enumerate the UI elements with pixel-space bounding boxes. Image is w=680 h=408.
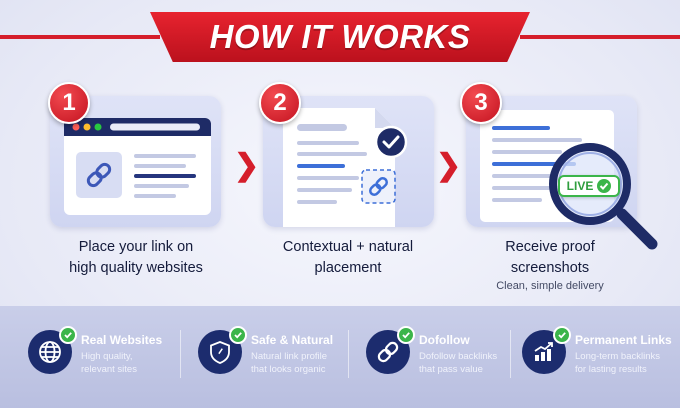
globe-icon	[28, 326, 77, 374]
step-1-badge: 1	[48, 82, 90, 124]
feature-real-websites: Real Websites High quality, relevant site…	[28, 326, 181, 376]
divider	[348, 330, 349, 378]
feature-desc-line1: Dofollow backlinks	[419, 351, 498, 362]
link-icon	[366, 326, 415, 374]
feature-desc-line1: Natural link profile	[251, 351, 328, 362]
header-banner: HOW IT WORKS	[150, 12, 530, 62]
step-3-subtitle: Clean, simple delivery	[496, 280, 604, 292]
step-2-badge: 2	[259, 82, 301, 124]
step-3-title: Receive proof screenshots	[450, 237, 650, 279]
feature-permanent-links: Permanent Links Long-term backlinks for l…	[522, 326, 675, 376]
step-1-title-line1: Place your link on	[78, 239, 194, 255]
feature-title: Real Websites	[81, 333, 163, 347]
step-1-title-line2: high quality websites	[69, 260, 203, 276]
step-1-title: Place your link on high quality websites	[36, 237, 236, 279]
divider	[180, 330, 181, 378]
live-badge: LIVE	[558, 175, 620, 197]
step-3-badge: 3	[460, 82, 502, 124]
feature-desc-line2: that pass value	[419, 364, 483, 375]
check-icon	[374, 125, 408, 159]
link-icon	[369, 177, 388, 196]
step-2-card	[263, 96, 434, 227]
growth-chart-icon	[522, 326, 571, 374]
check-icon	[553, 326, 571, 344]
feature-desc-line1: Long-term backlinks	[575, 351, 661, 362]
check-icon	[397, 326, 415, 344]
step-2-title-line1: Contextual + natural	[282, 239, 414, 255]
feature-desc-line2: for lasting results	[575, 364, 647, 375]
document-illustration	[283, 108, 408, 227]
step-3-title-line1: Receive proof	[505, 239, 595, 255]
feature-dofollow: Dofollow Dofollow backlinks that pass val…	[366, 326, 519, 376]
features-bar	[0, 306, 680, 408]
step-3-title-line2: screenshots	[510, 260, 590, 276]
chevron-right-icon: ❯	[436, 149, 462, 182]
feature-title: Safe & Natural	[251, 333, 334, 347]
check-icon	[229, 326, 247, 344]
live-badge-label: LIVE	[566, 179, 594, 193]
check-icon	[59, 326, 77, 344]
feature-desc-line2: relevant sites	[81, 364, 137, 375]
divider	[510, 330, 511, 378]
header-rule-right	[520, 35, 680, 39]
step-2-title: Contextual + natural placement	[248, 237, 448, 279]
feature-desc-line2: that looks organic	[251, 364, 326, 375]
check-icon	[597, 179, 612, 193]
feature-safe-natural: Safe & Natural Natural link profile that …	[198, 326, 351, 376]
feature-title: Permanent Links	[575, 333, 672, 347]
link-icon	[86, 162, 112, 188]
header-rule-left	[0, 35, 160, 39]
browser-illustration	[64, 118, 211, 215]
feature-desc-line1: High quality,	[81, 351, 133, 362]
chevron-right-icon: ❯	[234, 149, 260, 182]
page-title: HOW IT WORKS	[209, 18, 471, 55]
step-2-title-line2: placement	[314, 260, 382, 276]
shield-icon	[198, 326, 247, 374]
feature-title: Dofollow	[419, 333, 470, 347]
